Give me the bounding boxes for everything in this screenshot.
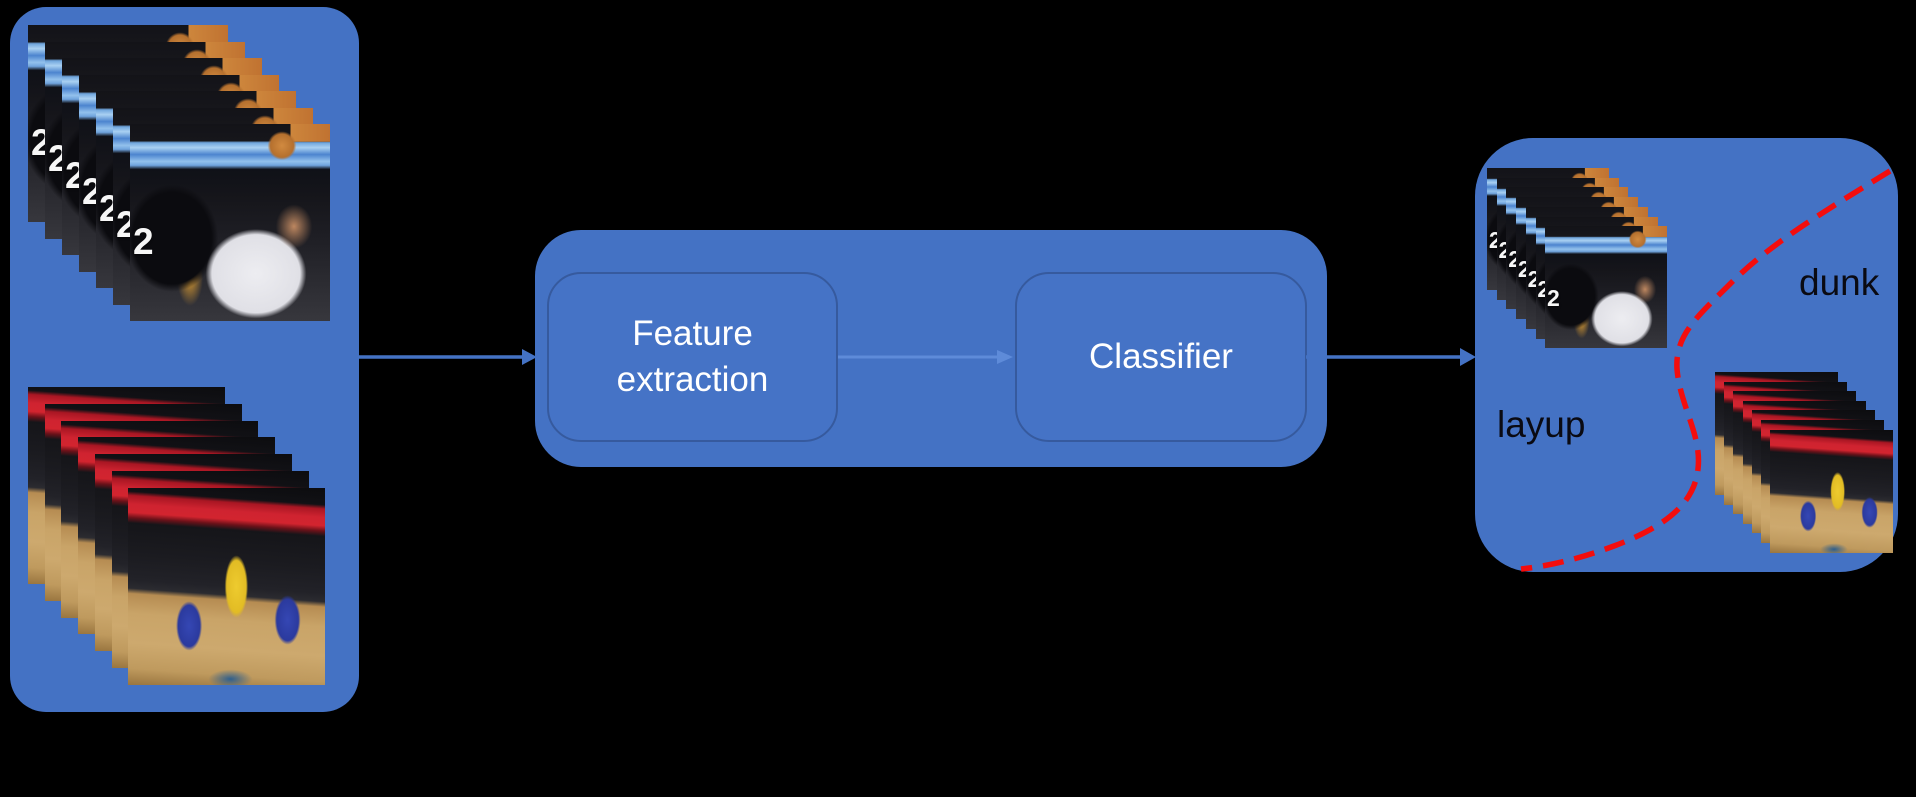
pipeline-container: Feature extraction Classifier: [535, 230, 1327, 467]
class-label-layup: layup: [1497, 404, 1586, 445]
decision-boundary-dashed-curve: [1520, 168, 1892, 572]
feature-extraction-box: Feature extraction: [547, 272, 838, 442]
video-frame: [1545, 226, 1668, 349]
classifier-box: Classifier: [1015, 272, 1307, 442]
arrow-input-to-pipeline: [359, 349, 537, 365]
arrow-classifier-to-output: [1306, 348, 1476, 366]
arrow-feature-to-classifier: [838, 350, 1013, 364]
input-clips-panel: [10, 7, 359, 712]
video-frame: [128, 487, 326, 685]
feature-extraction-label: Feature extraction: [616, 313, 769, 399]
class-label-dunk: dunk: [1799, 262, 1880, 303]
video-frame: [130, 124, 330, 321]
video-frame: [1770, 429, 1894, 553]
output-classification-panel: dunk layup: [1475, 138, 1898, 572]
classifier-label: Classifier: [1089, 336, 1233, 376]
